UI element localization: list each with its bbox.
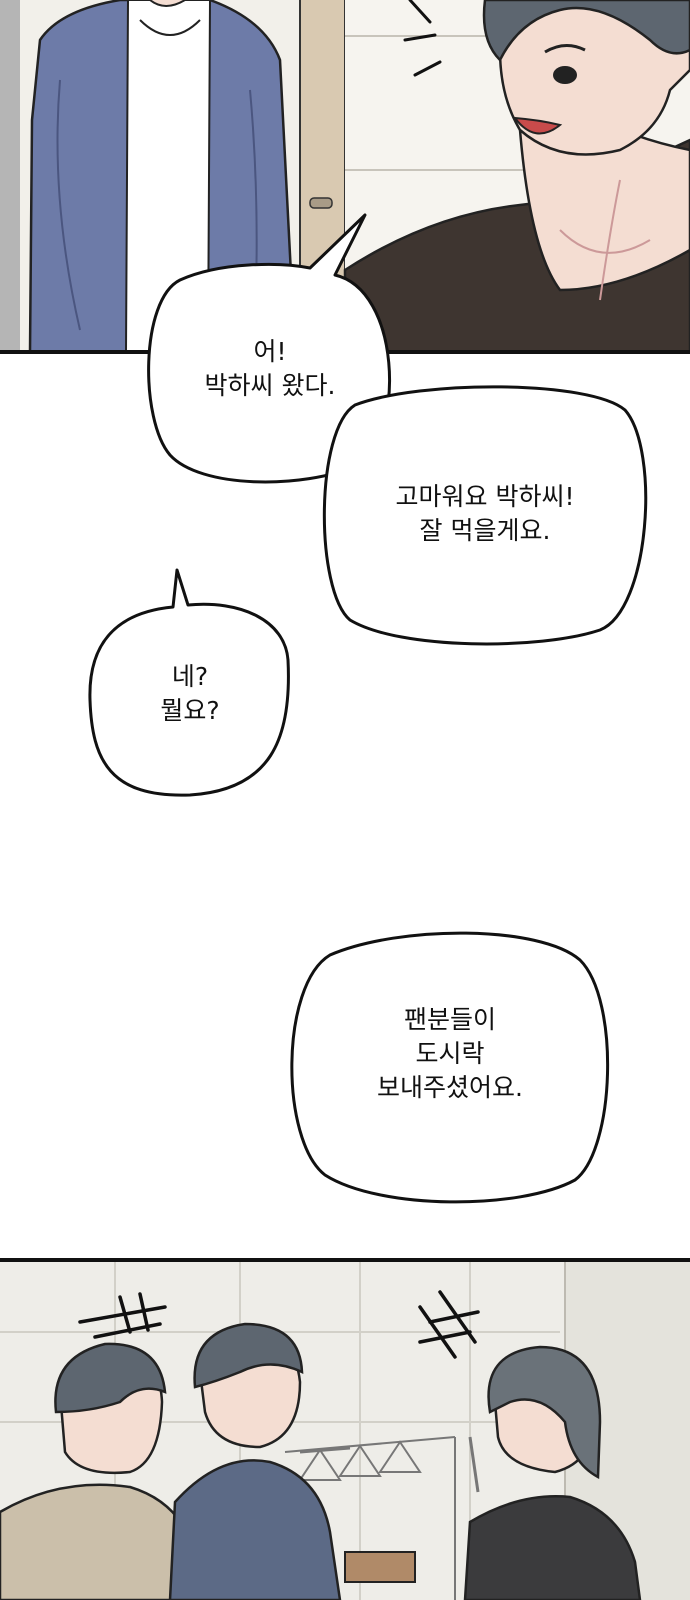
speech-text-2: 고마워요 박하씨! 잘 먹을게요.	[395, 482, 575, 545]
bottom-panel-art	[0, 1262, 690, 1600]
speech-bubble-3	[88, 568, 290, 797]
character-dark-top	[463, 1345, 642, 1600]
top-panel-art	[0, 0, 690, 352]
bottom-comic-panel	[0, 1262, 690, 1600]
top-comic-panel	[0, 0, 690, 352]
character-cardigan-man	[28, 0, 297, 352]
speech-text-3: 네? 뭘요?	[160, 662, 220, 725]
speech-text-1: 어! 박하씨 왔다.	[204, 337, 336, 400]
speech-bubble-1	[147, 213, 391, 484]
character-smiling-man	[343, 0, 690, 352]
scribble-marks	[78, 1290, 480, 1359]
character-back-beige	[0, 1342, 202, 1600]
smiling-mouth	[512, 116, 563, 135]
character-blue-sweater	[168, 1322, 416, 1600]
hair	[482, 0, 690, 63]
speech-bubble-4	[290, 931, 610, 1204]
speech-bubble-2	[322, 385, 648, 646]
surprise-marks	[403, 0, 442, 77]
speech-bubble-layer	[88, 213, 648, 1204]
door-handle	[309, 197, 333, 209]
speech-text-4: 팬분들이 도시락 보내주셨어요.	[377, 1005, 523, 1102]
lunch-box	[344, 1551, 416, 1583]
panel-border-bottom	[0, 1258, 690, 1262]
